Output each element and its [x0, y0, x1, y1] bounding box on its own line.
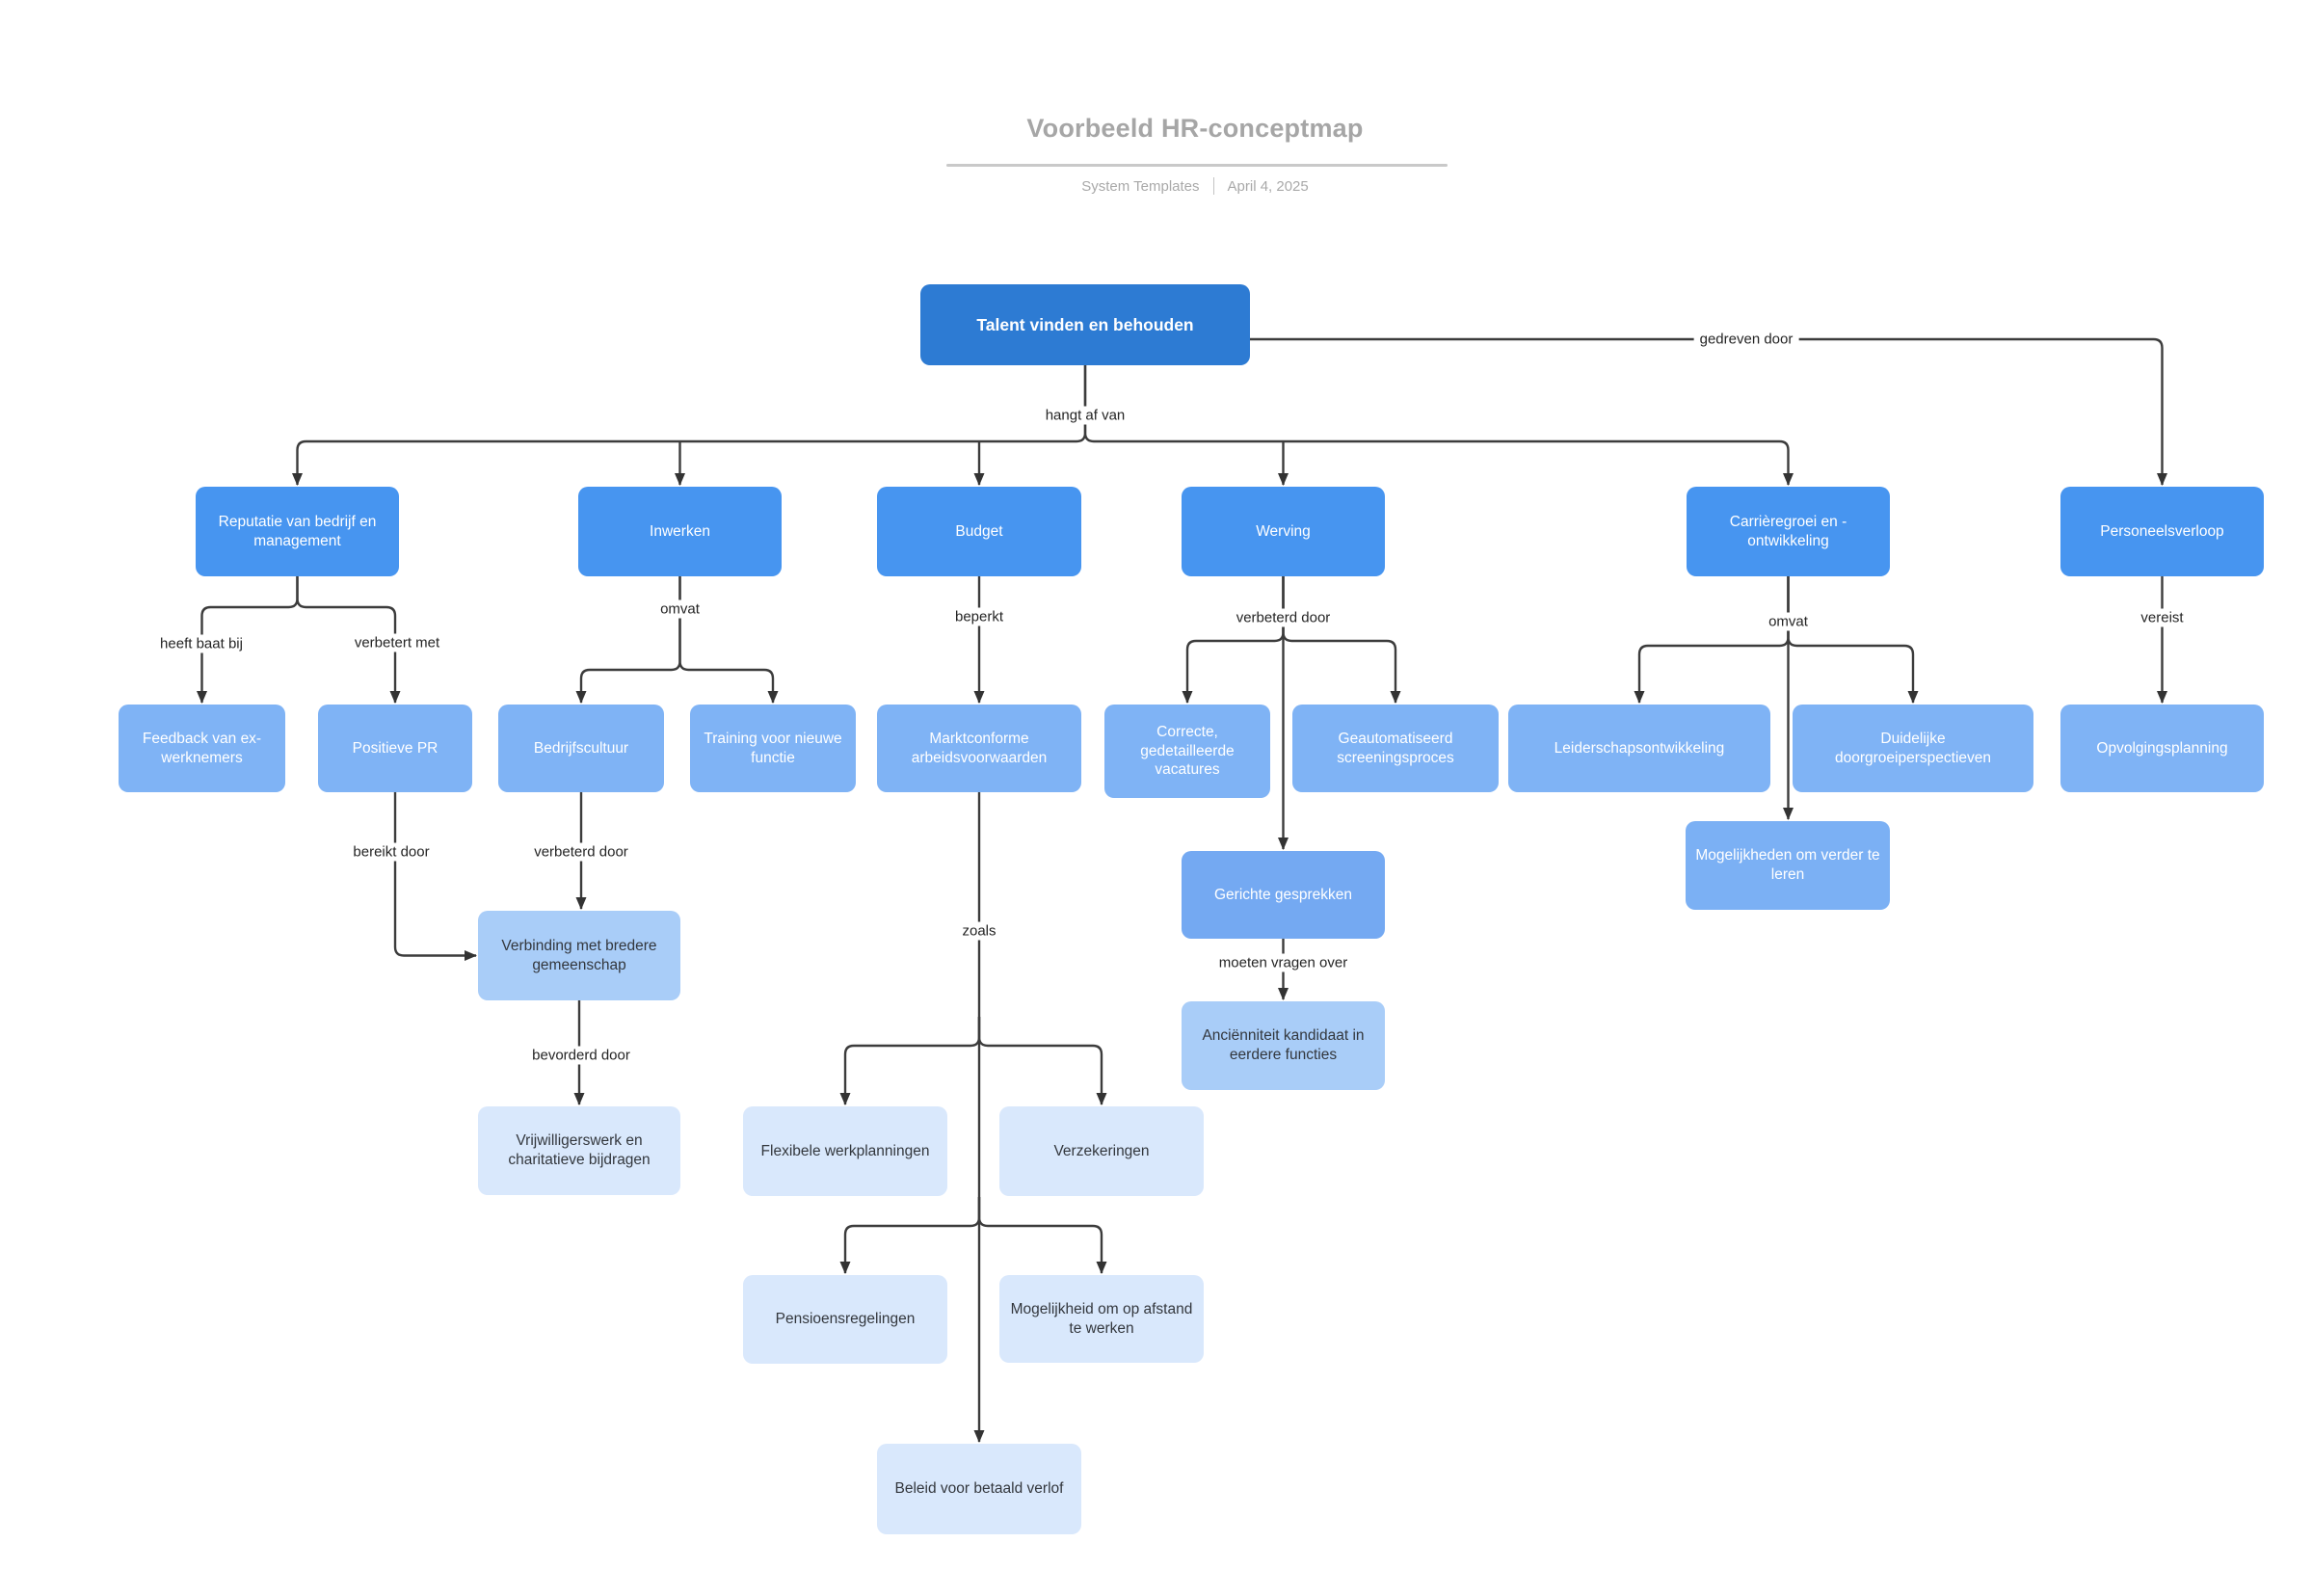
node-marktconforme-arbeidsvoorwaarden[interactable]: Marktconforme arbeidsvoorwaarden: [877, 705, 1081, 792]
edge-label-moeten-vragen-over[interactable]: moeten vragen over: [1212, 953, 1354, 972]
edge-carrieregroei-en-ontwikkeling--leiderschapsontwikkeling: [1634, 576, 1790, 704]
edge-label-verbeterd-door[interactable]: verbeterd door: [528, 842, 634, 862]
node-verzekeringen[interactable]: Verzekeringen: [999, 1106, 1204, 1196]
edge-label-verbetert-met[interactable]: verbetert met: [348, 633, 446, 652]
node-duidelijke-doorgroeiperspectieven[interactable]: Duidelijke doorgroeiperspectieven: [1793, 705, 2033, 792]
edge-label-gedreven-door[interactable]: gedreven door: [1693, 330, 1799, 349]
document-header: Voorbeeld HR-conceptmap: [906, 114, 1484, 144]
node-opvolgingsplanning[interactable]: Opvolgingsplanning: [2060, 705, 2264, 792]
node-feedback-van-ex-werknemers[interactable]: Feedback van ex-werknemers: [119, 705, 285, 792]
edge-talent-vinden-en-behouden--reputatie-van-bedrijf-en-management: [292, 365, 1087, 486]
node-budget[interactable]: Budget: [877, 487, 1081, 576]
edge-label-hangt-af-van[interactable]: hangt af van: [1039, 406, 1131, 425]
edge-reputatie-van-bedrijf-en-management--positieve-pr: [296, 576, 401, 704]
node-positieve-pr[interactable]: Positieve PR: [318, 705, 472, 792]
edge-label-zoals[interactable]: zoals: [956, 921, 1002, 941]
edge-talent-vinden-en-behouden--personeelsverloop: [1250, 337, 2167, 486]
edge-label-verbeterd-door[interactable]: verbeterd door: [1230, 608, 1337, 627]
edge-label-vereist[interactable]: vereist: [2135, 608, 2190, 627]
node-mogelijkheid-om-op-afstand-te-werken[interactable]: Mogelijkheid om op afstand te werken: [999, 1275, 1204, 1363]
node-mogelijkheden-om-verder-te-leren[interactable]: Mogelijkheden om verder te leren: [1686, 821, 1890, 910]
edge-label-omvat[interactable]: omvat: [1763, 612, 1814, 631]
node-pensioensregelingen[interactable]: Pensioensregelingen: [743, 1275, 947, 1364]
edge-inwerken--bedrijfscultuur: [575, 576, 681, 704]
node-verbinding-met-bredere-gemeenschap[interactable]: Verbinding met bredere gemeenschap: [478, 911, 680, 1000]
edge-werving--geautomatiseerd-screeningsproces: [1282, 576, 1401, 704]
node-anciennniteit-kandidaat-in-eerdere-functies[interactable]: Anciënniteit kandidaat in eerdere functi…: [1182, 1001, 1385, 1090]
edge-carrieregroei-en-ontwikkeling--duidelijke-doorgroeiperspectieven: [1787, 576, 1919, 704]
node-beleid-voor-betaald-verlof[interactable]: Beleid voor betaald verlof: [877, 1444, 1081, 1534]
document-date: April 4, 2025: [1227, 177, 1309, 195]
node-correcte-gedetailleerde-vacatures[interactable]: Correcte, gedetailleerde vacatures: [1104, 705, 1270, 798]
edge-inwerken--training-voor-nieuwe-functie: [678, 576, 779, 704]
node-personeelsverloop[interactable]: Personeelsverloop: [2060, 487, 2264, 576]
node-bedrijfscultuur[interactable]: Bedrijfscultuur: [498, 705, 664, 792]
edge-label-beperkt[interactable]: beperkt: [948, 607, 1010, 626]
node-flexibele-werkplanningen[interactable]: Flexibele werkplanningen: [743, 1106, 947, 1196]
node-gerichte-gesprekken[interactable]: Gerichte gesprekken: [1182, 851, 1385, 939]
title-underline: [946, 164, 1448, 167]
node-talent-vinden-en-behouden[interactable]: Talent vinden en behouden: [920, 284, 1250, 365]
edge-marktconforme-arbeidsvoorwaarden--verzekeringen: [977, 1017, 1107, 1105]
subtitle-separator: [1212, 177, 1214, 195]
node-inwerken[interactable]: Inwerken: [578, 487, 782, 576]
edge-label-heeft-baat-bij[interactable]: heeft baat bij: [154, 634, 249, 653]
node-vrijwilligerswerk-en-charitatieve-bijdragen[interactable]: Vrijwilligerswerk en charitatieve bijdra…: [478, 1106, 680, 1195]
node-reputatie-van-bedrijf-en-management[interactable]: Reputatie van bedrijf en management: [196, 487, 399, 576]
edge-label-omvat[interactable]: omvat: [654, 599, 705, 619]
node-werving[interactable]: Werving: [1182, 487, 1385, 576]
node-carrieregroei-en-ontwikkeling[interactable]: Carrièregroei en -ontwikkeling: [1687, 487, 1890, 576]
edge-marktconforme-arbeidsvoorwaarden--mogelijkheid-om-op-afstand-te-werken: [977, 1197, 1107, 1274]
edge-label-bevorderd-door[interactable]: bevorderd door: [526, 1046, 636, 1065]
edge-marktconforme-arbeidsvoorwaarden--pensioensregelingen: [839, 1197, 981, 1274]
edge-positieve-pr--verbinding-met-bredere-gemeenschap: [393, 792, 477, 961]
node-training-voor-nieuwe-functie[interactable]: Training voor nieuwe functie: [690, 705, 856, 792]
document-subtitle: System Templates April 4, 2025: [906, 177, 1484, 195]
page-title: Voorbeeld HR-conceptmap: [1026, 114, 1364, 143]
edge-werving--correcte-gedetailleerde-vacatures: [1182, 576, 1285, 704]
edge-marktconforme-arbeidsvoorwaarden--flexibele-werkplanningen: [839, 1017, 981, 1105]
document-author: System Templates: [1081, 177, 1200, 195]
edge-label-bereikt-door[interactable]: bereikt door: [347, 842, 436, 862]
edge-talent-vinden-en-behouden--carrieregroei-en-ontwikkeling: [1083, 365, 1794, 486]
node-leiderschapsontwikkeling[interactable]: Leiderschapsontwikkeling: [1508, 705, 1770, 792]
node-geautomatiseerd-screeningsproces[interactable]: Geautomatiseerd screeningsproces: [1292, 705, 1499, 792]
